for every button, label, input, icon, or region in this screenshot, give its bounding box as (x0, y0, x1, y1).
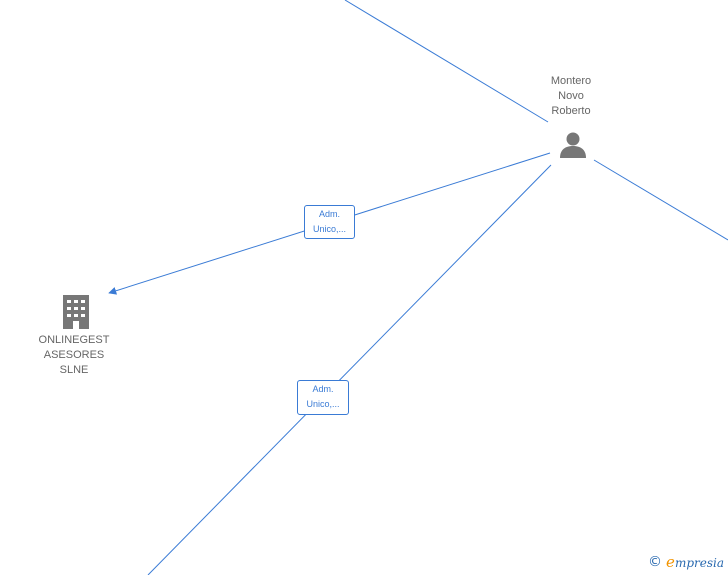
edge-label-role[interactable]: Adm. Unico,... (304, 205, 355, 239)
person-label-line: Montero (550, 75, 592, 87)
building-icon[interactable] (63, 295, 89, 329)
edge-label-role[interactable]: Adm. Unico,... (297, 380, 349, 415)
edge-label-line: Adm. (318, 209, 340, 219)
company-label-line: ASESORES (43, 349, 105, 361)
edge-to-right (593, 159, 728, 241)
edge-label-line: Unico,... (306, 399, 340, 409)
brand-initial: e (666, 553, 675, 571)
brand-logo: empresia (666, 553, 724, 571)
edge-label-line: Unico,... (312, 224, 346, 234)
edge-to-top-left (344, 0, 549, 123)
company-label[interactable]: ONLINEGEST ASESORES SLNE (24, 333, 124, 378)
brand-rest: mpresia (674, 556, 724, 570)
person-icon[interactable] (560, 132, 586, 159)
person-label-line: Roberto (551, 105, 591, 117)
person-label-line: Novo (558, 90, 584, 102)
person-label[interactable]: Montero Novo Roberto (536, 74, 606, 119)
edge-to-bottom (147, 164, 552, 575)
empresia-watermark: © empresia (648, 553, 724, 571)
edge-label-line: Adm. (312, 384, 334, 394)
company-label-line: ONLINEGEST (38, 334, 110, 346)
copyright-icon: © (648, 554, 663, 570)
company-label-line: SLNE (59, 364, 89, 376)
